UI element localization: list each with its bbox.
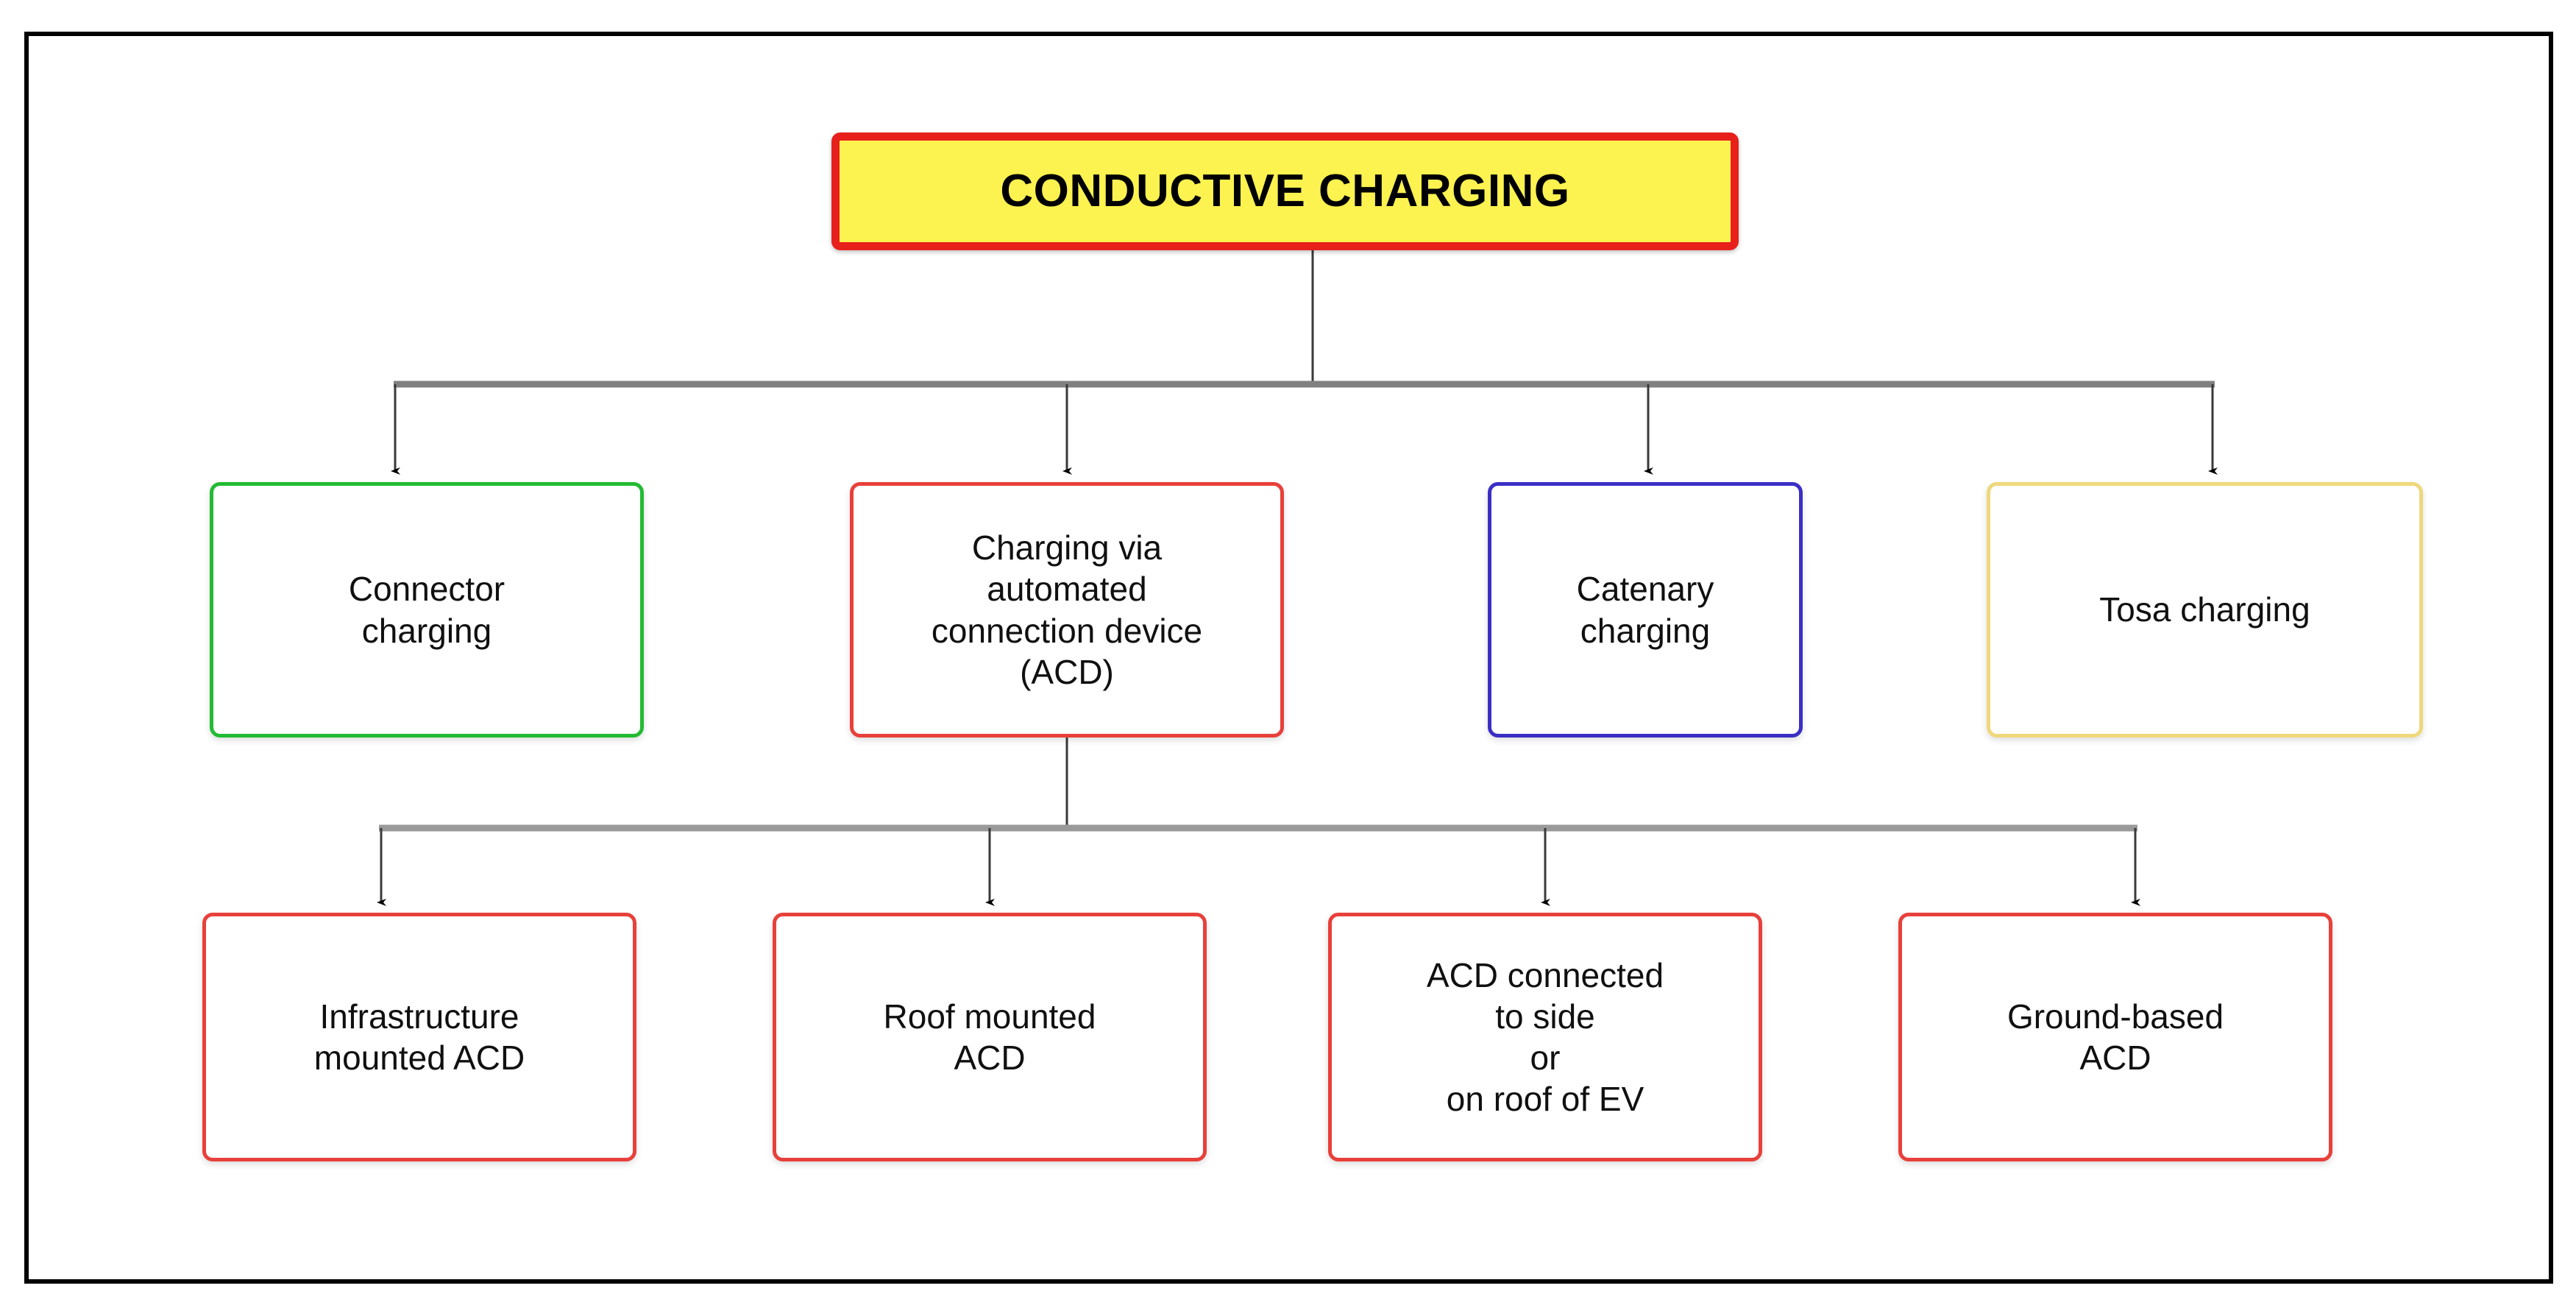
node-label: CONDUCTIVE CHARGING [1000, 166, 1570, 217]
node-label: ACD connected to side or on roof of EV [1426, 955, 1664, 1119]
node-label: Tosa charging [2099, 590, 2310, 629]
node-label: Charging via automated connection device… [931, 528, 1203, 691]
node-conductive-charging[interactable]: CONDUCTIVE CHARGING [831, 132, 1739, 250]
node-charging-via-acd[interactable]: Charging via automated connection device… [850, 482, 1284, 738]
node-label: Connector charging [348, 570, 505, 650]
node-label: Ground-based ACD [2006, 997, 2224, 1077]
node-connector-charging[interactable]: Connector charging [210, 482, 644, 738]
node-infrastructure-mounted-acd[interactable]: Infrastructure mounted ACD [202, 913, 636, 1161]
node-tosa-charging[interactable]: Tosa charging [1987, 482, 2423, 738]
diagram-outer-frame [24, 32, 2553, 1284]
node-acd-connected-to-side-or-roof[interactable]: ACD connected to side or on roof of EV [1328, 913, 1762, 1161]
node-ground-based-acd[interactable]: Ground-based ACD [1898, 913, 2332, 1161]
node-roof-mounted-acd[interactable]: Roof mounted ACD [773, 913, 1207, 1161]
node-label: Catenary charging [1576, 570, 1714, 650]
node-catenary-charging[interactable]: Catenary charging [1488, 482, 1803, 738]
node-label: Roof mounted ACD [883, 997, 1096, 1077]
node-label: Infrastructure mounted ACD [313, 997, 525, 1077]
